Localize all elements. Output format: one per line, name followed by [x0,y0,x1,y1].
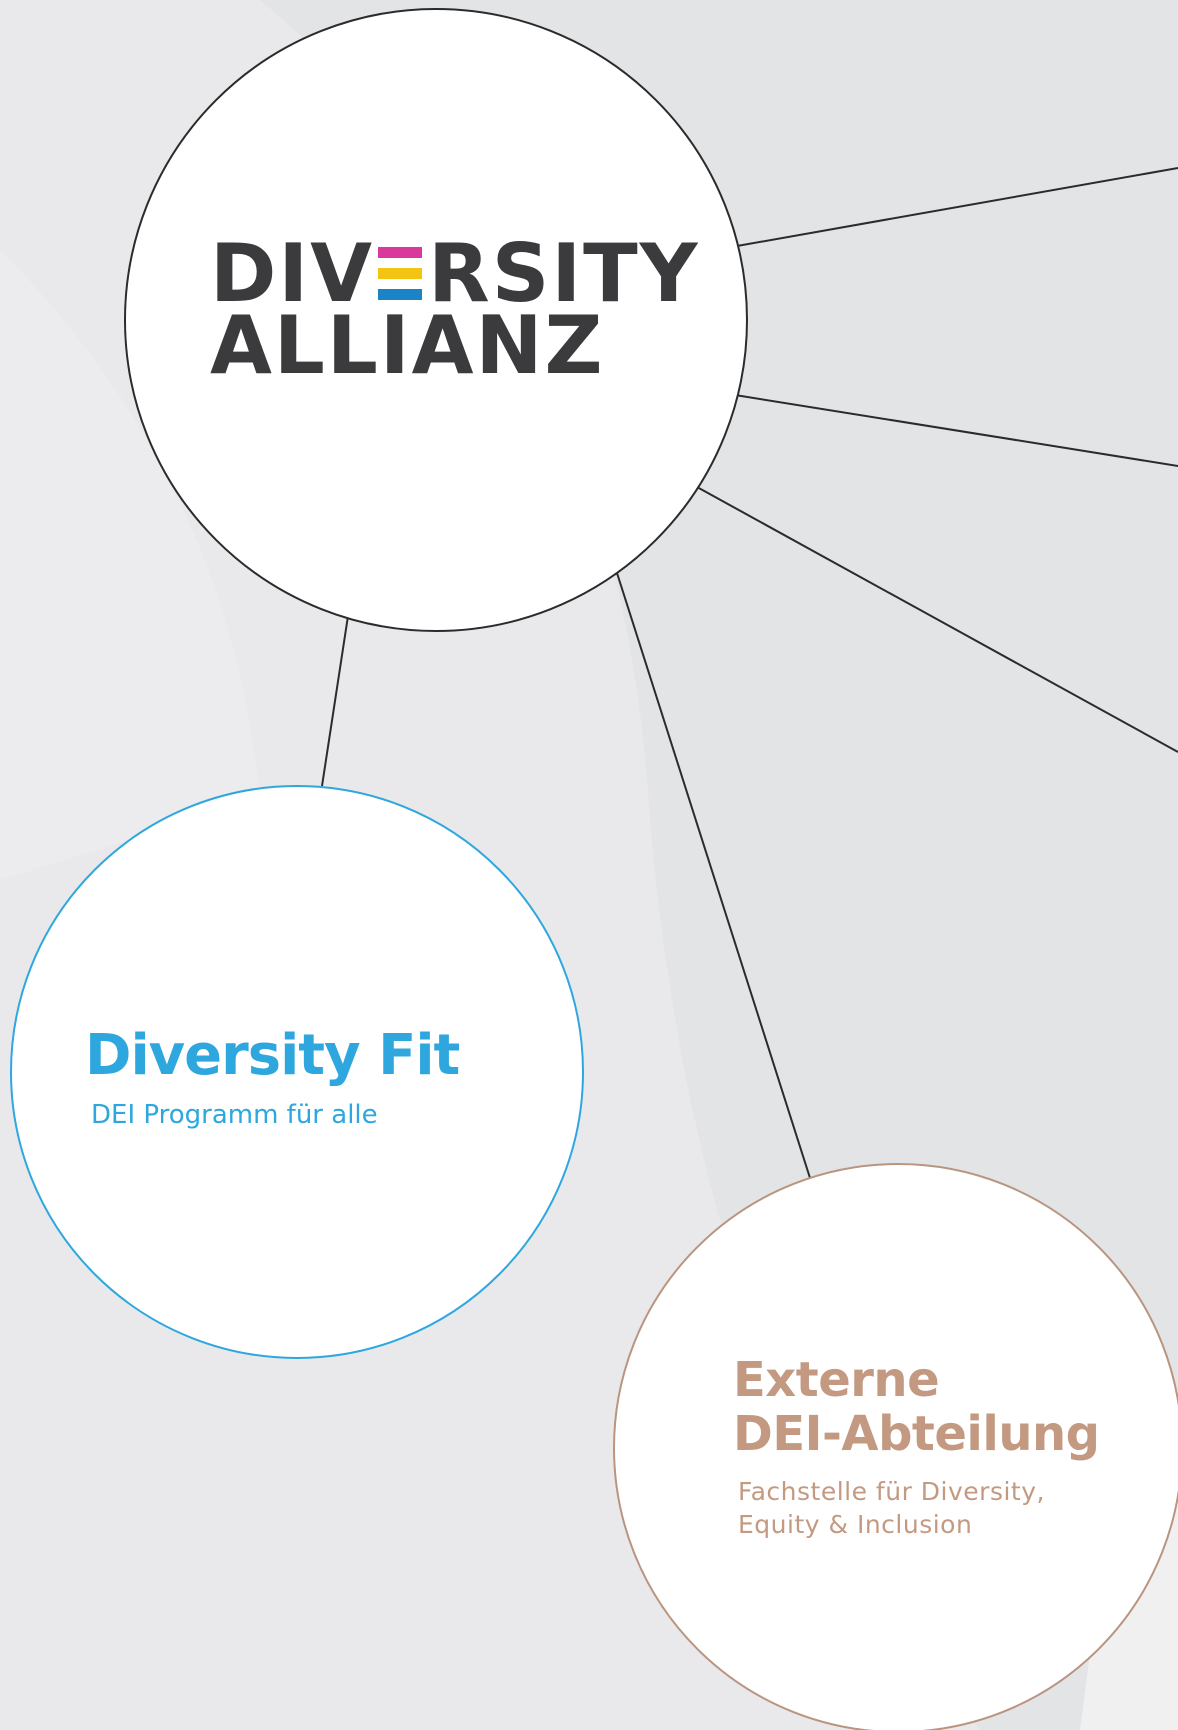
externe-dei-title-line-1: Externe [733,1352,940,1408]
externe-dei-subtitle: Fachstelle für Diversity, Equity & Inclu… [738,1475,1045,1541]
diversity-fit-title: Diversity Fit [85,1023,460,1088]
background-swirl [0,250,260,880]
connector-line [616,572,811,1179]
logo-text-rsity: RSITY [428,227,700,320]
connector-line [734,394,1178,467]
externe-dei-node [613,1163,1178,1730]
externe-dei-subtitle-line-1: Fachstelle für Diversity, [738,1477,1045,1506]
diversity-fit-subtitle: DEI Programm für alle [91,1100,378,1130]
logo-line-2: ALLIANZ [210,299,605,392]
diversity-fit-node [10,785,584,1359]
connector-line [696,486,1178,753]
diversity-allianz-node [124,8,748,632]
externe-dei-title-line-2: DEI-Abteilung [733,1406,1100,1462]
connector-line [736,167,1178,247]
externe-dei-subtitle-line-2: Equity & Inclusion [738,1510,973,1539]
connector-line [321,615,349,787]
logo-e-bars-icon [378,245,423,303]
externe-dei-title: Externe DEI-Abteilung [733,1353,1100,1461]
logo-text-div: DIV [210,227,375,320]
